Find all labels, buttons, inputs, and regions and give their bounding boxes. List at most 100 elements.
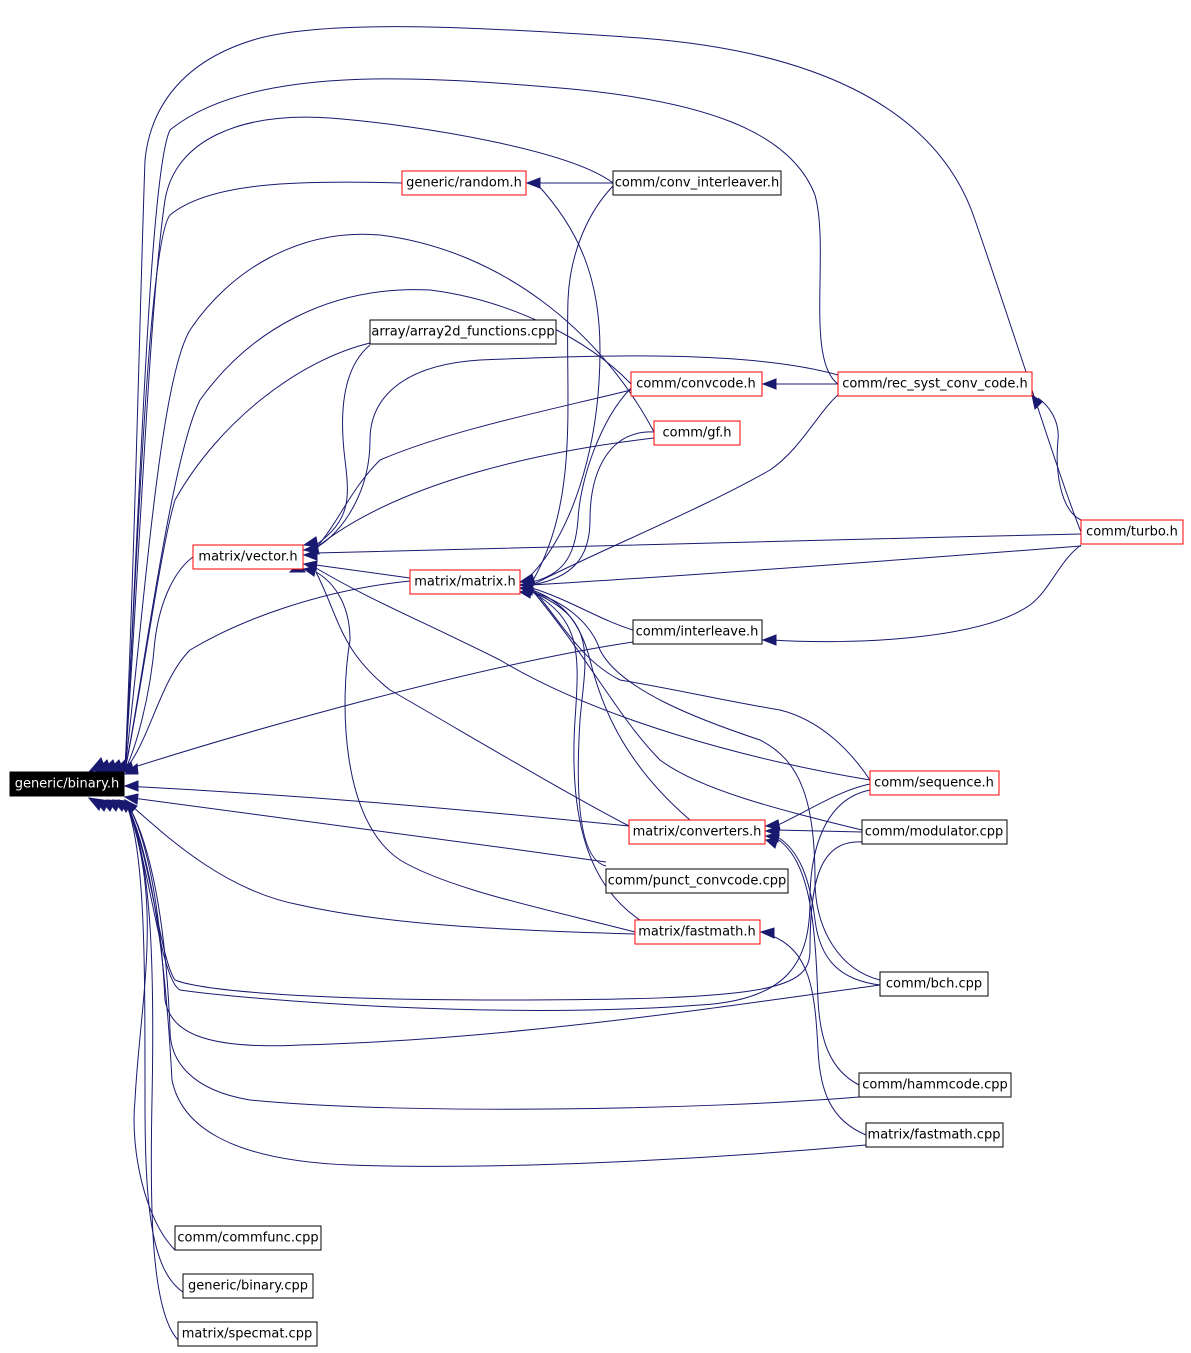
node-hammcode-cpp-label: comm/hammcode.cpp [862,1078,1007,1093]
edge-hammcode-to-converters [775,837,860,1086]
node-conv-interleaver-h[interactable]: comm/conv_interleaver.h [612,170,782,196]
node-array2d-functions-cpp[interactable]: array/array2d_functions.cpp [369,319,557,345]
node-punct-convcode-cpp-label: comm/punct_convcode.cpp [608,874,786,889]
arrowhead-matrix-4 [518,587,533,599]
node-random-h-box [401,170,527,196]
edge-interleave-to-binary [124,641,634,771]
node-converters-h[interactable]: matrix/converters.h [628,819,766,845]
edge-specmat-to-binary [124,799,179,1341]
node-turbo-h-box [1080,519,1184,545]
node-array2d-functions-cpp-label: array/array2d_functions.cpp [371,325,554,340]
edge-fastmath-to-matrix [531,591,641,921]
node-vector-h[interactable]: matrix/vector.h [192,544,304,570]
edge-punct-to-matrix [531,591,607,867]
edge-turbo-to-binary [124,26,1082,771]
node-vector-h-label: matrix/vector.h [198,550,297,565]
node-specmat-cpp-box [177,1321,318,1347]
edge-convcode-to-matrix [531,387,632,583]
node-binary-cpp[interactable]: generic/binary.cpp [182,1273,314,1299]
node-commfunc-cpp-box [174,1225,322,1251]
node-binary-cpp-label: generic/binary.cpp [188,1279,308,1294]
node-gf-h-box [653,420,741,446]
edge-matrix-to-binary [124,580,411,771]
node-random-h[interactable]: generic/random.h [401,170,527,196]
node-conv-interleaver-h-label: comm/conv_interleaver.h [615,176,779,191]
node-convcode-h-box [630,371,763,397]
edge-commfunc-to-binary [124,799,176,1251]
edge-turbo-to-matrix [531,545,1082,586]
edge-convcode-to-binary [124,289,632,771]
node-binary-h[interactable]: generic/binary.h [9,771,125,797]
node-interleave-h-label: comm/interleave.h [636,625,759,640]
edge-modulator-to-binary [124,799,863,1001]
node-bch-cpp[interactable]: comm/bch.cpp [879,971,989,997]
node-specmat-cpp-label: matrix/specmat.cpp [182,1327,312,1342]
node-punct-convcode-cpp[interactable]: comm/punct_convcode.cpp [605,868,789,894]
node-modulator-cpp[interactable]: comm/modulator.cpp [861,819,1008,845]
node-matrix-h[interactable]: matrix/matrix.h [409,569,521,595]
node-rec-syst-conv-code-h[interactable]: comm/rec_syst_conv_code.h [837,371,1033,397]
node-bch-cpp-box [879,971,989,997]
edge-fastmath-to-vector [315,571,636,933]
edge-conv-interleaver-to-binary [124,116,614,771]
edge-turbo-to-interleave [771,544,1082,643]
edge-punct-to-binary [124,796,607,863]
edge-fastmath-cpp-to-fastmath-h [769,934,867,1136]
node-matrix-h-label: matrix/matrix.h [414,575,516,590]
node-sequence-h[interactable]: comm/sequence.h [869,770,1000,796]
node-interleave-h[interactable]: comm/interleave.h [632,619,763,645]
node-converters-h-box [628,819,766,845]
arrowhead-converters-4 [764,837,779,849]
edge-interleave-to-matrix [531,587,634,631]
node-hammcode-cpp[interactable]: comm/hammcode.cpp [858,1072,1012,1098]
node-turbo-h[interactable]: comm/turbo.h [1080,519,1184,545]
node-binary-h-box [9,771,125,797]
node-convcode-h-label: comm/convcode.h [636,377,756,392]
node-fastmath-h[interactable]: matrix/fastmath.h [634,919,761,945]
arrowhead-vector-1 [302,536,319,548]
edge-bch-to-binary [124,799,881,1047]
node-sequence-h-box [869,770,1000,796]
node-random-h-label: generic/random.h [406,176,522,191]
edge-matrix-to-vector [315,564,411,579]
node-rec-syst-conv-code-h-label: comm/rec_syst_conv_code.h [842,377,1028,392]
node-fastmath-cpp[interactable]: matrix/fastmath.cpp [865,1122,1004,1148]
arrowhead-vector-3 [302,549,318,561]
edge-hammcode-to-binary [124,799,860,1110]
edge-rec-syst-to-binary [124,78,839,771]
node-binary-h-label: generic/binary.h [15,777,120,792]
edge-fastmath-h-to-binary [124,799,636,935]
edge-sequence-to-matrix [531,587,871,781]
node-sequence-h-label: comm/sequence.h [874,776,994,791]
node-commfunc-cpp-label: comm/commfunc.cpp [177,1231,318,1246]
arrowhead-random [525,177,541,189]
node-array2d-functions-cpp-box [369,319,557,345]
arrowhead-binary-low-7 [123,798,138,814]
edge-converters-to-binary [124,785,630,827]
node-bch-cpp-label: comm/bch.cpp [886,977,982,992]
node-modulator-cpp-label: comm/modulator.cpp [865,825,1003,840]
node-commfunc-cpp[interactable]: comm/commfunc.cpp [174,1225,322,1251]
edge-convcode-to-vector [315,389,632,549]
edge-array2d-to-vector [315,344,371,546]
node-modulator-cpp-box [861,819,1008,845]
node-specmat-cpp[interactable]: matrix/specmat.cpp [177,1321,318,1347]
node-gf-h[interactable]: comm/gf.h [653,420,741,446]
edge-converters-to-vector [315,571,630,827]
arrowhead-interleave [761,634,777,646]
edge-converters-to-matrix [531,589,691,821]
arrowhead-vector-5 [302,565,317,577]
arrowhead-fastmath-h [759,927,775,939]
arrowhead-binary-converters [123,780,139,792]
node-fastmath-h-label: matrix/fastmath.h [638,925,756,940]
node-rec-syst-conv-code-h-box [837,371,1033,397]
node-hammcode-cpp-box [858,1072,1012,1098]
edge-turbo-to-rec-syst [1037,397,1082,521]
node-convcode-h[interactable]: comm/convcode.h [630,371,763,397]
node-turbo-h-label: comm/turbo.h [1086,525,1178,540]
edge-gf-to-matrix [531,431,655,586]
edge-fastmath-cpp-to-binary [124,799,867,1167]
node-interleave-h-box [632,619,763,645]
node-converters-h-label: matrix/converters.h [633,825,762,840]
